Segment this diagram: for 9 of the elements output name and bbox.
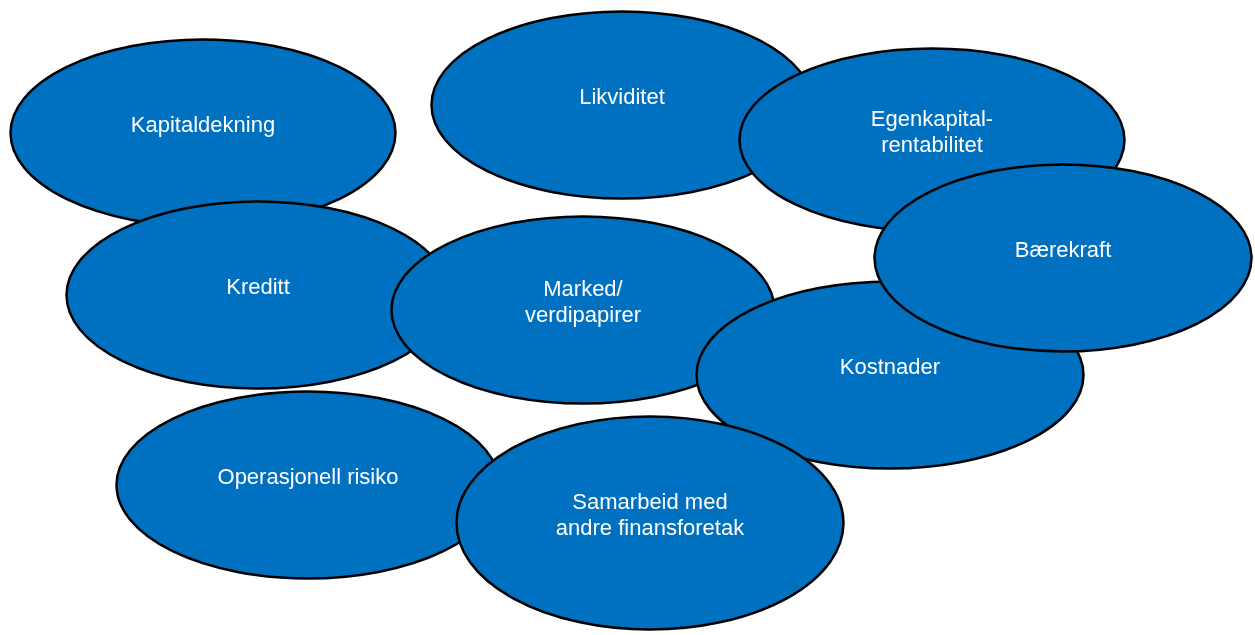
bubble-label: Egenkapital-rentabilitet: [869, 105, 995, 159]
bubble-label: Kostnader: [839, 353, 941, 381]
bubble-label: Marked/ verdipapirer: [523, 275, 643, 329]
bubble-label: Bærekraft: [1014, 236, 1112, 264]
bubble-label: Operasjonell risiko: [217, 463, 399, 491]
bubble-label: Samarbeid med andre finansforetak: [554, 488, 746, 542]
bubble-label: Kapitaldekning: [130, 111, 276, 139]
bubble-label: Kreditt: [226, 273, 290, 301]
bubble-label: Likviditet: [579, 83, 665, 111]
